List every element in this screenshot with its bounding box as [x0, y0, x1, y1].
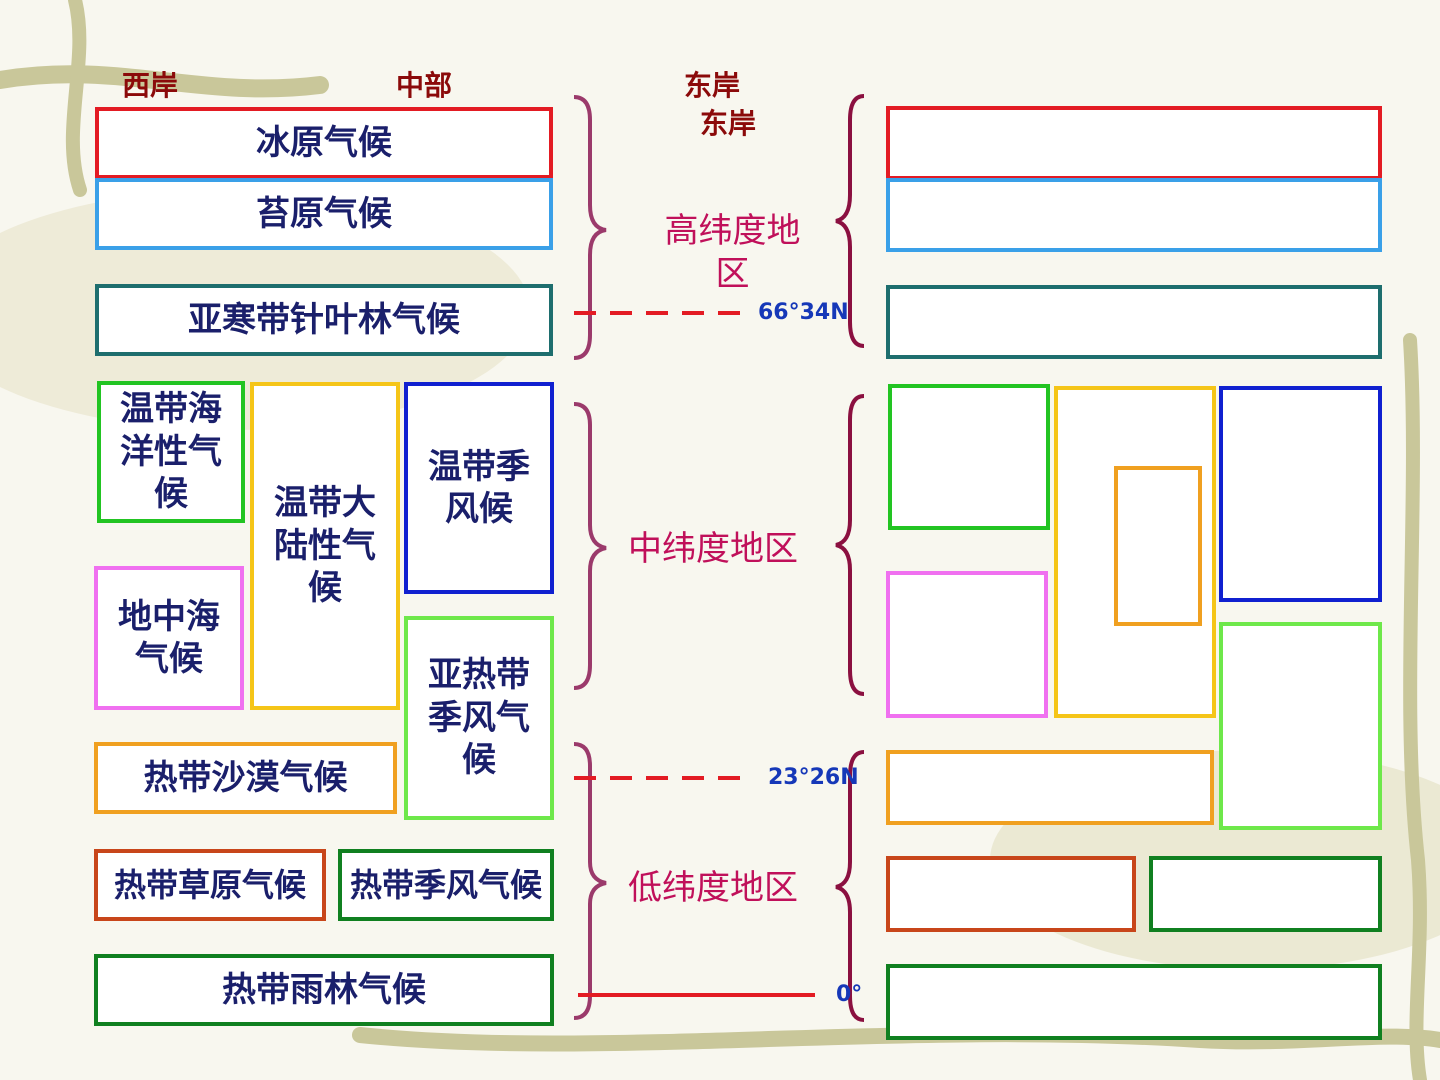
blank-box-ice-cap: [886, 106, 1382, 180]
blank-box-temperate-monsoon: [1219, 386, 1382, 602]
climate-box-temperate-continental: 温带大陆性气候: [250, 382, 400, 710]
climate-box-tropical-desert: 热带沙漠气候: [94, 742, 397, 814]
blank-box-temperate-continental: [1054, 386, 1216, 718]
climate-box-subtropical-monsoon: 亚热带季风气候: [404, 616, 554, 820]
blank-box-inner-orange: [1114, 466, 1202, 626]
blank-box-tropical-monsoon: [1149, 856, 1382, 932]
climate-box-temperate-monsoon: 温带季风候: [404, 382, 554, 594]
header-east: 东岸: [684, 69, 741, 102]
climate-box-tropical-savanna: 热带草原气候: [94, 849, 326, 921]
blank-box-temperate-oceanic: [888, 384, 1050, 530]
brace-low-left: [573, 742, 607, 1020]
brace-high-left: [573, 95, 607, 360]
blank-box-mediterranean: [886, 571, 1048, 718]
header-middle: 中部: [396, 69, 453, 102]
climate-box-ice-cap: 冰原气候: [95, 107, 553, 179]
latitude-label-tropic: 23°26N: [768, 765, 859, 790]
blank-box-tropical-desert: [886, 750, 1214, 825]
brace-high-right: [835, 94, 865, 348]
climate-box-temperate-oceanic: 温带海洋性气候: [97, 381, 245, 523]
climate-box-tropical-rainforest: 热带雨林气候: [94, 954, 554, 1026]
blank-box-tropical-rainforest: [886, 964, 1382, 1040]
latitude-label-arctic-circle: 66°34N: [758, 300, 849, 325]
region-label-low: 低纬度地区: [628, 868, 798, 908]
header-east-repeat: 东岸: [700, 107, 757, 140]
brace-mid-right: [835, 394, 865, 696]
region-label-high: 高纬度地区: [664, 211, 801, 294]
blank-box-subarctic: [886, 285, 1382, 359]
climate-box-subarctic: 亚寒带针叶林气候: [95, 284, 553, 356]
climate-box-tropical-monsoon: 热带季风气候: [338, 849, 554, 921]
climate-box-tundra: 苔原气候: [95, 178, 553, 250]
brace-low-right: [835, 750, 865, 1022]
blank-box-tropical-savanna: [886, 856, 1136, 932]
blank-box-tundra: [886, 178, 1382, 252]
header-west: 西岸: [122, 69, 179, 102]
blank-box-subtropical-monsoon: [1219, 622, 1382, 830]
latitude-label-equator: 0°: [836, 982, 863, 1007]
region-label-mid: 中纬度地区: [628, 529, 798, 569]
climate-box-mediterranean: 地中海气候: [94, 566, 244, 710]
brace-mid-left: [573, 402, 607, 690]
